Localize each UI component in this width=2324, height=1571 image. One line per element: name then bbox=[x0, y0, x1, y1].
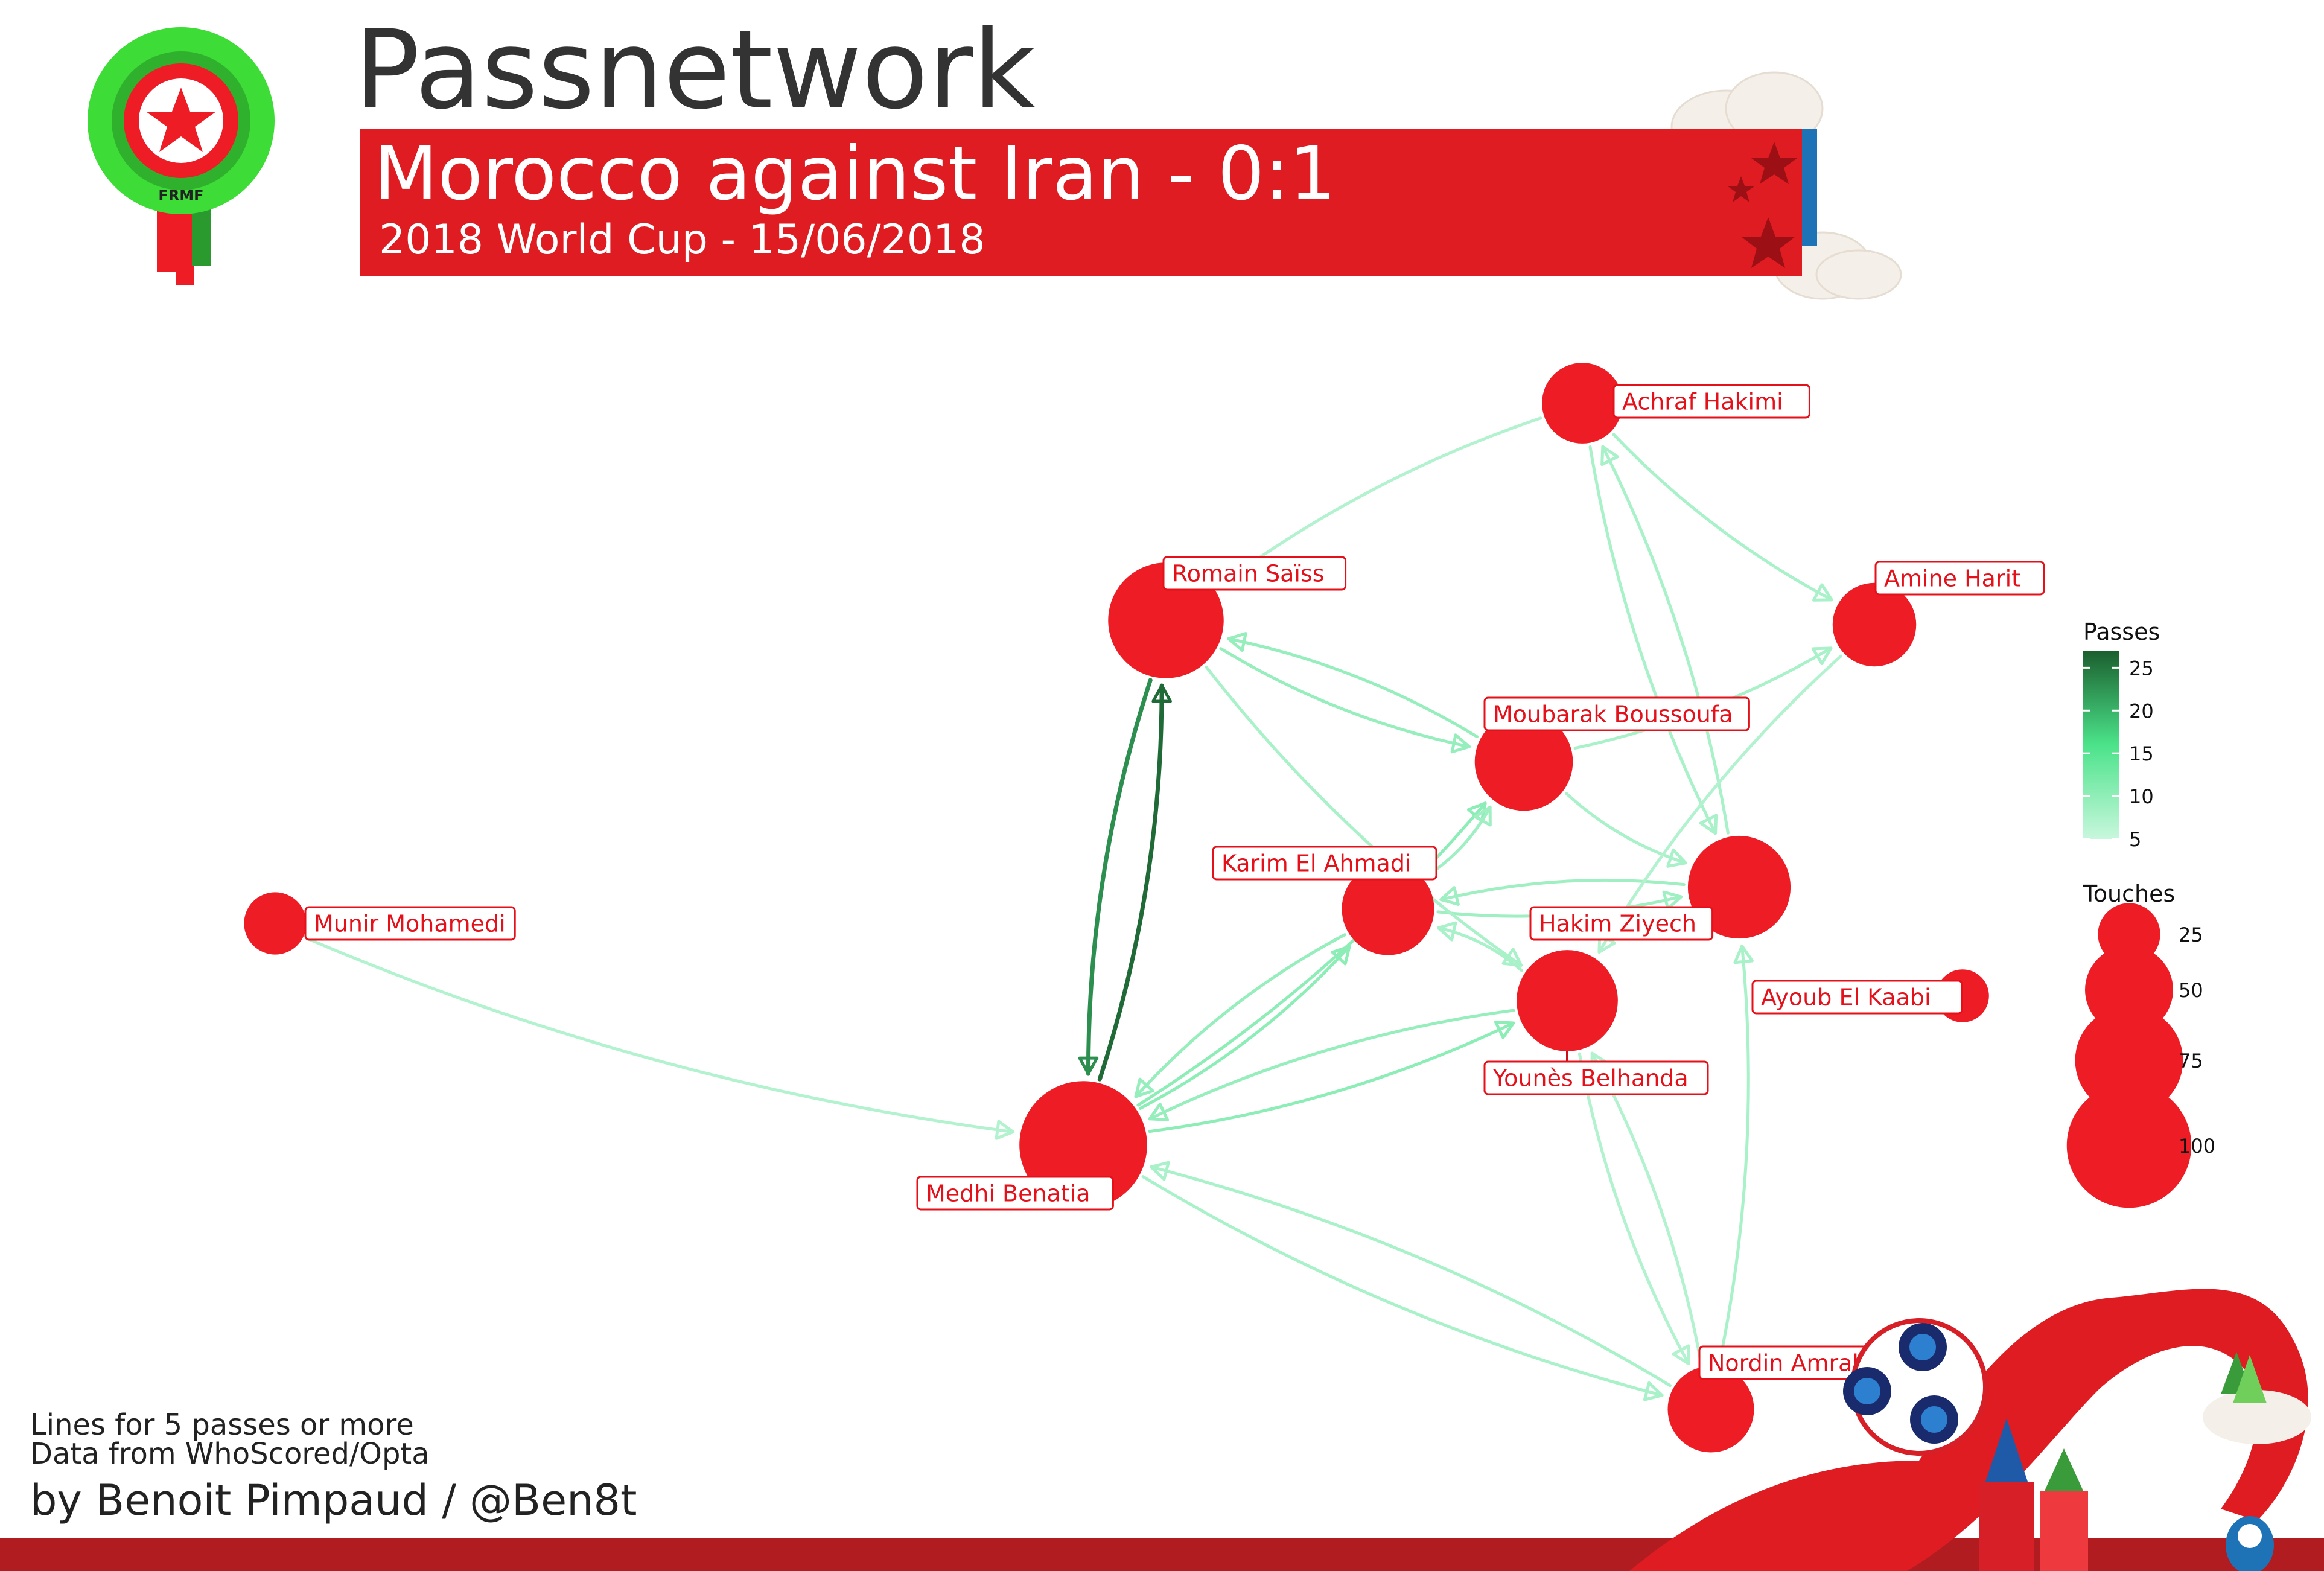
pass-edge-medhi-benatia-to-karim-el-ahmadi bbox=[1139, 945, 1351, 1110]
player-label: Amine Harit bbox=[1884, 565, 2020, 591]
touches-key-label: 25 bbox=[2179, 923, 2203, 946]
source-note: Data from WhoScored/Opta bbox=[30, 1437, 430, 1471]
pass-edge-romain-saiss-to-moubarak-boussoufa bbox=[1219, 647, 1471, 754]
world-cup-ball-icon bbox=[1843, 1318, 1988, 1456]
touches-legend: Touches 25 50 75 100 bbox=[2066, 881, 2215, 1208]
player-circle bbox=[1687, 835, 1791, 939]
pass-edge-moubarak-boussoufa-to-romain-saiss bbox=[1227, 632, 1479, 739]
passes-legend-title: Passes bbox=[2083, 619, 2160, 645]
label-box bbox=[1162, 556, 1347, 591]
label-box bbox=[1874, 561, 2045, 596]
pass-edge-romain-saiss-to-medhi-benatia bbox=[1078, 678, 1153, 1076]
pass-edge-munir-mohamedi-to-medhi-benatia bbox=[305, 937, 1015, 1140]
touches-key-circle bbox=[2066, 1083, 2192, 1208]
pass-edge-karim-el-ahmadi-to-medhi-benatia bbox=[1134, 933, 1347, 1098]
player-circle bbox=[1542, 363, 1623, 444]
passes-tick-label: 5 bbox=[2129, 828, 2141, 851]
passes-tick-label: 20 bbox=[2129, 699, 2154, 722]
player-circle bbox=[1474, 712, 1573, 811]
label-box bbox=[1212, 846, 1437, 881]
kremlin-tower-icon bbox=[1979, 1418, 2088, 1571]
player-label: Munir Mohamedi bbox=[314, 910, 506, 937]
pass-edges bbox=[305, 416, 1843, 1401]
player-circle bbox=[1342, 862, 1434, 955]
banner-title: Morocco against Iran - 0:1 bbox=[374, 131, 1336, 217]
player-label: Medhi Benatia bbox=[926, 1180, 1090, 1206]
passes-tick-label: 25 bbox=[2129, 657, 2154, 680]
pass-edge-achraf-hakimi-to-amine-harit bbox=[1612, 433, 1833, 602]
touches-key-label: 100 bbox=[2179, 1135, 2215, 1158]
page-title: Passnetwork bbox=[354, 7, 1036, 133]
player-node-amine-harit: Amine Harit bbox=[1832, 561, 2045, 667]
player-node-achraf-hakimi: Achraf Hakimi bbox=[1542, 363, 1810, 444]
touches-key-circle bbox=[2075, 1006, 2183, 1115]
pass-edge-nordin-amrabat-to-medhi-benatia bbox=[1149, 1161, 1672, 1388]
player-circle bbox=[1667, 1366, 1754, 1453]
player-label: Ayoub El Kaabi bbox=[1761, 984, 1931, 1010]
passes-colorbar bbox=[2083, 651, 2119, 839]
player-label: Hakim Ziyech bbox=[1539, 910, 1696, 937]
label-box bbox=[1529, 906, 1714, 941]
player-node-medhi-benatia: Medhi Benatia bbox=[916, 1081, 1147, 1211]
player-node-ayoub-el-kaabi: Ayoub El Kaabi bbox=[1751, 969, 1989, 1022]
player-node-karim-el-ahmadi: Karim El Ahmadi bbox=[1212, 846, 1437, 955]
player-label: Karim El Ahmadi bbox=[1221, 850, 1412, 876]
pass-edge-medhi-benatia-to-romain-saiss bbox=[1097, 683, 1172, 1082]
player-node-munir-mohamedi: Munir Mohamedi bbox=[244, 892, 516, 955]
title-banner: Morocco against Iran - 0:1 2018 World Cu… bbox=[360, 129, 1817, 276]
player-circle bbox=[1832, 582, 1917, 667]
player-node-romain-saiss: Romain Saïss bbox=[1108, 556, 1347, 678]
label-box bbox=[1612, 384, 1810, 419]
label-box bbox=[916, 1176, 1114, 1211]
player-node-hakim-ziyech: Hakim Ziyech bbox=[1529, 835, 1791, 941]
pass-edge-younes-belhanda-to-karim-el-ahmadi bbox=[1436, 921, 1524, 972]
touches-legend-title: Touches bbox=[2083, 881, 2175, 907]
banner-subtitle: 2018 World Cup - 15/06/2018 bbox=[379, 216, 985, 264]
player-circle bbox=[244, 892, 307, 955]
pass-edge-nordin-amrabat-to-younes-belhanda bbox=[1590, 1051, 1703, 1365]
pass-edge-medhi-benatia-to-younes-belhanda bbox=[1148, 1020, 1515, 1133]
world-cup-decoration bbox=[0, 1289, 2324, 1571]
label-box bbox=[1483, 696, 1750, 731]
pass-edge-hakim-ziyech-to-karim-el-ahmadi bbox=[1439, 878, 1686, 906]
frmf-logo: FRMF bbox=[88, 27, 275, 285]
passes-legend: Passes 25 20 15 10 5 bbox=[2083, 619, 2160, 851]
pass-edge-younes-belhanda-to-medhi-benatia bbox=[1148, 1009, 1515, 1121]
matryoshka-icon bbox=[2226, 1516, 2274, 1571]
pass-edge-medhi-benatia-to-nordin-amrabat bbox=[1141, 1175, 1664, 1401]
pass-edge-younes-belhanda-to-nordin-amrabat bbox=[1577, 1052, 1690, 1366]
player-label: Younès Belhanda bbox=[1492, 1065, 1689, 1091]
pass-edge-moubarak-boussoufa-to-hakim-ziyech bbox=[1564, 792, 1687, 868]
passes-tick-label: 15 bbox=[2129, 742, 2154, 765]
label-box bbox=[1751, 980, 1963, 1015]
logo-letters: FRMF bbox=[158, 187, 203, 204]
player-label: Moubarak Boussoufa bbox=[1493, 701, 1733, 727]
touches-key-label: 50 bbox=[2179, 979, 2203, 1002]
author-credit: by Benoit Pimpaud / @Ben8t bbox=[30, 1476, 637, 1525]
player-label: Achraf Hakimi bbox=[1622, 388, 1783, 415]
touches-key-label: 75 bbox=[2179, 1050, 2203, 1072]
label-box bbox=[304, 906, 516, 941]
label-box bbox=[1483, 1060, 1709, 1095]
threshold-note: Lines for 5 passes or more bbox=[30, 1408, 414, 1442]
pass-edge-achraf-hakimi-to-hakim-ziyech bbox=[1588, 445, 1718, 835]
player-node-moubarak-boussoufa: Moubarak Boussoufa bbox=[1474, 696, 1750, 811]
pass-edge-nordin-amrabat-to-hakim-ziyech bbox=[1718, 945, 1754, 1365]
player-circle bbox=[1108, 562, 1224, 678]
player-label: Romain Saïss bbox=[1172, 560, 1325, 587]
player-node-younes-belhanda: Younès Belhanda bbox=[1483, 950, 1709, 1095]
passes-tick-label: 10 bbox=[2129, 785, 2154, 808]
player-circle bbox=[1517, 950, 1618, 1051]
pass-edge-hakim-ziyech-to-achraf-hakimi bbox=[1600, 445, 1730, 835]
